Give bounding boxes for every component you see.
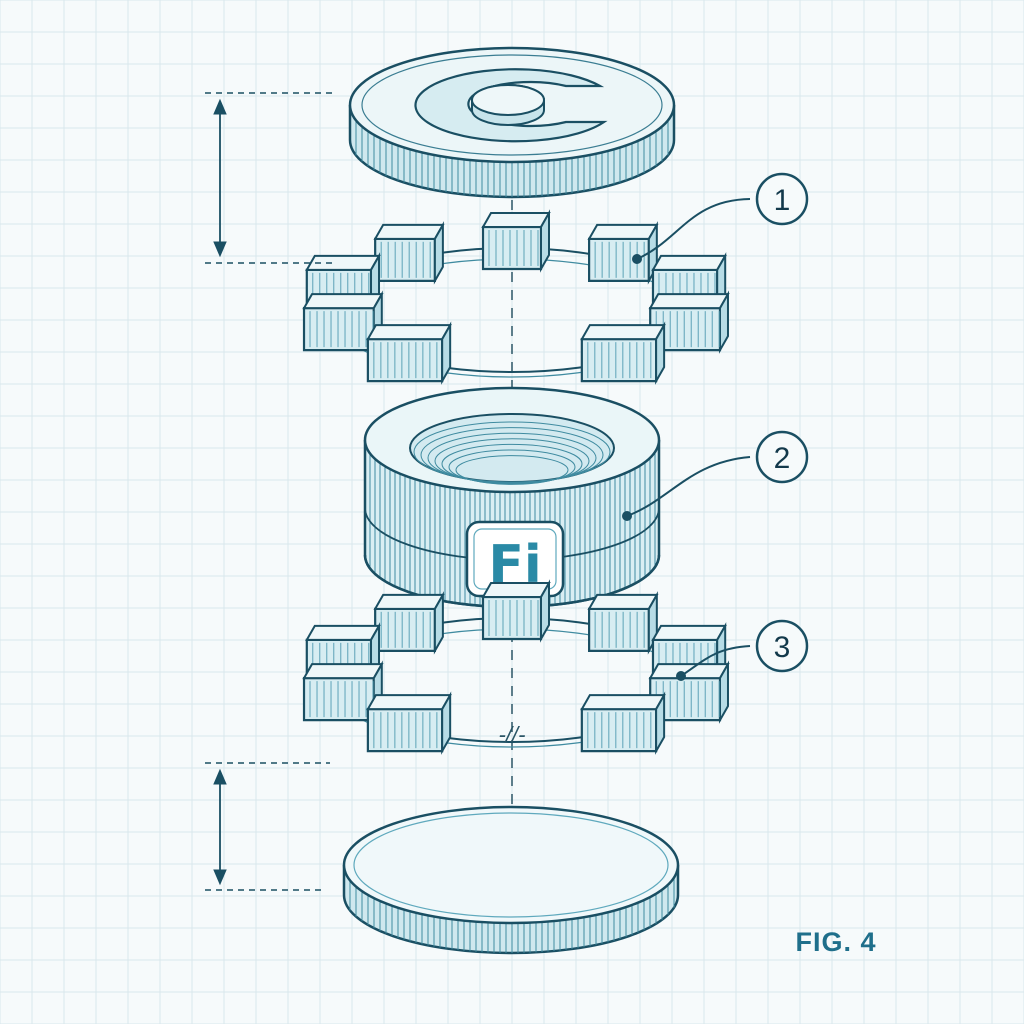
plate-edge-hatch — [349, 877, 675, 953]
callout-1-number: 1 — [774, 184, 791, 217]
threaded-housing: Fi — [363, 386, 661, 609]
internal-threads — [413, 421, 611, 485]
ring-segment — [373, 591, 445, 655]
ring-segment — [648, 290, 730, 354]
ring-segment — [373, 221, 445, 285]
callout-2-number: 2 — [774, 442, 791, 475]
callout-3: 3 — [676, 619, 809, 681]
dimension-upper — [205, 92, 335, 264]
segmented-ring-lower — [302, 579, 730, 755]
ring-segment — [648, 660, 730, 724]
ring-segment — [481, 209, 551, 273]
callout-2: 2 — [622, 430, 809, 521]
ring-segment — [587, 591, 659, 655]
ring-segment — [587, 221, 659, 285]
callout-3-number: 3 — [774, 631, 791, 664]
top-cap — [348, 46, 676, 199]
ring-segment — [366, 691, 452, 755]
segmented-ring-upper — [302, 209, 730, 385]
ring-segment — [366, 321, 452, 385]
centerline-break-mark: -//- — [499, 722, 526, 747]
ring-segment — [580, 321, 666, 385]
ring-segment — [580, 691, 666, 755]
figure-label: FIG. 4 — [795, 927, 876, 957]
bottom-plate — [342, 805, 680, 955]
ring-segment — [481, 579, 551, 643]
callout-1: 1 — [632, 172, 809, 264]
dimension-lower — [205, 762, 330, 891]
ring-segment — [302, 290, 384, 354]
cap-edge-hatch — [355, 120, 669, 197]
